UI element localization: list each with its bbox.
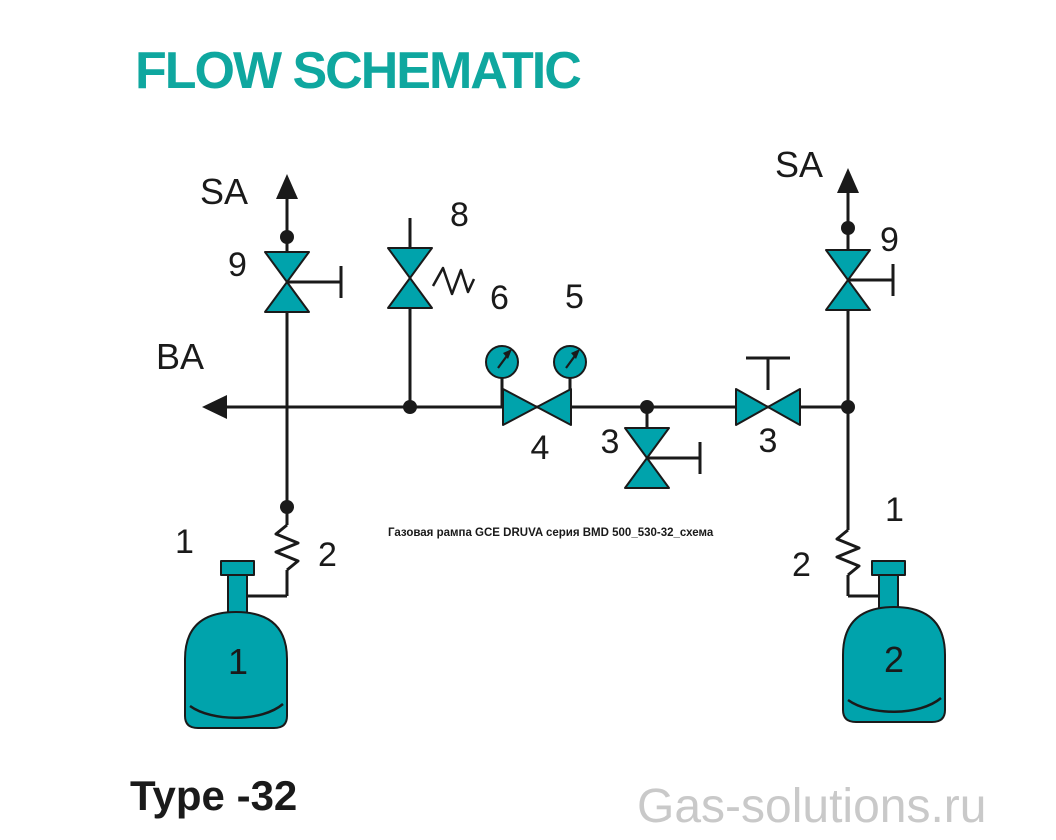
valve-4-left: [502, 388, 538, 426]
valve-9-right-label: 9: [880, 221, 899, 259]
vent-left-label: SA: [200, 171, 248, 212]
junction-dot: [403, 400, 417, 414]
junction-dot: [841, 221, 855, 235]
valve-9-left-label: 9: [228, 246, 247, 284]
cylinder-valve-stem: [227, 573, 248, 615]
connection-right-label: 1: [885, 491, 904, 529]
cylinder-body: [842, 606, 946, 723]
gauge-right: [553, 345, 587, 407]
relief-spring-icon: [431, 266, 476, 296]
valve-8-bottom: [387, 277, 433, 309]
gauge-6-label: 6: [490, 279, 509, 317]
gauge-needle-tip: [503, 349, 512, 359]
junction-dot: [280, 500, 294, 514]
type-label: Type -32: [130, 772, 297, 819]
valve-3-changeover-right: [767, 388, 801, 426]
valve-3-purge-bottom: [624, 457, 670, 489]
hose-left-label: 2: [318, 536, 337, 574]
vent-arrow-right-icon: [837, 168, 859, 193]
cylinder-1-label: 1: [228, 641, 248, 682]
valve-3-purge-top: [624, 427, 670, 459]
left-branch: [247, 174, 343, 598]
valve-3-purge: [624, 400, 702, 489]
cylinder-2-label: 2: [884, 639, 904, 680]
watermark: Gas-solutions.ru: [637, 780, 986, 833]
junction-dot: [280, 230, 294, 244]
vent-arrow-left-icon: [276, 174, 298, 199]
page-title: FLOW SCHEMATIC: [135, 42, 581, 100]
valve-3-changeover-left: [735, 388, 769, 426]
cylinder-body: [184, 611, 288, 729]
valve-9-left-bottom: [264, 281, 310, 313]
junction-dot: [841, 400, 855, 414]
caption-text: Газовая рампа GCE DRUVA серия BMD 500_53…: [388, 527, 714, 539]
valve-4-label: 4: [531, 429, 550, 467]
hose-right-label: 2: [792, 546, 811, 584]
valve-9-left-top: [264, 251, 310, 283]
valve-9-right-top: [825, 249, 871, 281]
valve-8-top: [387, 247, 433, 279]
relief-valve-branch: [387, 218, 476, 414]
valve-8-label: 8: [450, 196, 469, 234]
cylinder-2: 2: [842, 560, 946, 723]
right-branch: [825, 168, 895, 598]
gauge-needle-tip: [571, 349, 580, 359]
valve-9-right-bottom: [825, 279, 871, 311]
valve-3-purge-label: 3: [601, 423, 620, 461]
valve-3-changeover-label: 3: [759, 422, 778, 460]
flex-hose-left-icon: [274, 523, 300, 572]
valve-3-changeover: [735, 356, 801, 426]
vent-right-label: SA: [775, 144, 823, 185]
cylinder-1: 1: [184, 560, 288, 729]
connection-left-label: 1: [175, 523, 194, 561]
gauge-left: [485, 345, 519, 407]
valve-4: [502, 388, 572, 426]
cylinder-base-seam: [847, 697, 942, 713]
gauge-5-label: 5: [565, 278, 584, 316]
outlet-arrow-icon: [202, 395, 227, 419]
flex-hose-right-icon: [835, 528, 861, 577]
outlet-label: BA: [156, 336, 204, 377]
cylinder-valve-cap: [220, 560, 255, 576]
cylinder-valve-cap: [871, 560, 906, 576]
valve-4-right: [536, 388, 572, 426]
cylinder-base-seam: [189, 703, 284, 719]
